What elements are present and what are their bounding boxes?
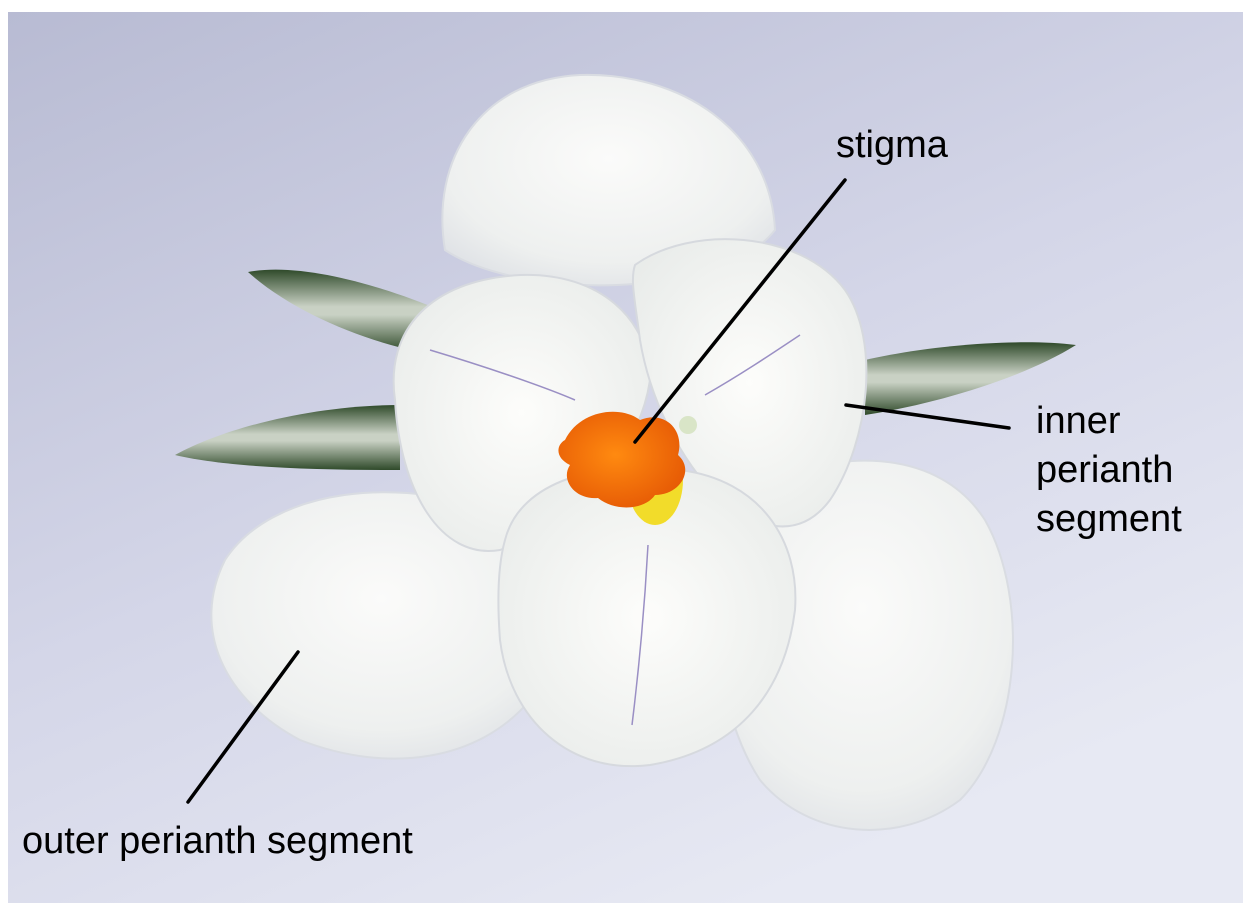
outer-perianth — [210, 73, 1014, 831]
inner-perianth — [392, 238, 868, 768]
leaf-lower-left — [175, 405, 400, 470]
outer-label-text: outer perianth segment — [22, 820, 413, 862]
vein-right — [704, 334, 801, 396]
stigma-leader-line — [633, 178, 847, 444]
inner-label-line-1: inner — [1036, 400, 1121, 442]
outer-perianth-segment-label: outer perianth segment — [22, 817, 413, 866]
style-base — [679, 416, 697, 434]
stigma-shape — [558, 411, 686, 508]
petal-veins — [429, 334, 801, 726]
stigma-label: stigma — [836, 121, 948, 170]
inner-label-line-3: segment — [1036, 498, 1182, 540]
leaf-upper-left — [248, 269, 440, 352]
vein-left — [429, 349, 576, 401]
leaf-right — [865, 342, 1076, 415]
inner-segment-leader-line — [844, 403, 1011, 430]
leaves — [175, 269, 1076, 470]
stigma-label-text: stigma — [836, 124, 948, 166]
leader-lines — [186, 178, 1011, 804]
outer-segment-leader-line — [186, 650, 300, 804]
inner-perianth-segment-label: inner perianth segment — [1036, 397, 1182, 544]
vein-bottom — [631, 544, 649, 726]
flower-centre — [558, 411, 697, 525]
inner-petal-right — [631, 238, 868, 528]
outer-petal-top — [441, 73, 777, 287]
inner-label-line-2: perianth — [1036, 449, 1174, 491]
